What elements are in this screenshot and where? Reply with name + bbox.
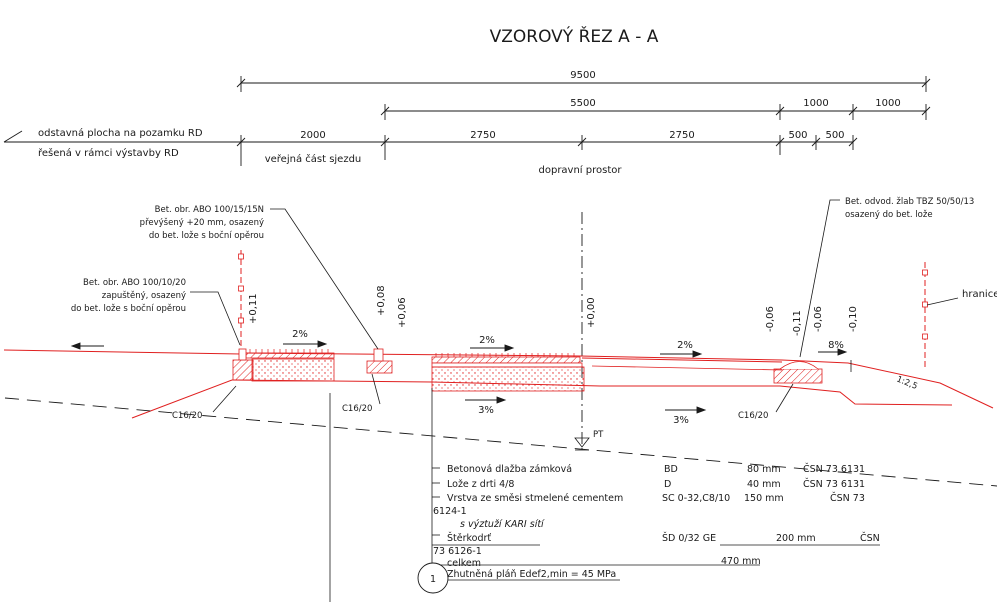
label-hranice: hranice <box>962 289 997 300</box>
note-abo15-line3: do bet. lože s boční opěrou <box>149 230 264 241</box>
layer-4-thickness: 200 mm <box>776 533 816 544</box>
slope-label-4: 8% <box>828 340 844 351</box>
dim-500a: 500 <box>788 130 807 141</box>
layer-2-code: D <box>664 479 671 490</box>
slope-label-6: 3% <box>673 415 689 426</box>
level-l7: -0,06 <box>813 306 824 332</box>
subgrade-marker-number: 1 <box>430 574 436 585</box>
level-l4: +0,00 <box>586 297 597 328</box>
dim-5500: 5500 <box>570 98 595 109</box>
total-label: celkem <box>447 558 481 569</box>
dim-2750a: 2750 <box>470 130 495 141</box>
layer-3-code: SC 0-32,C8/10 <box>662 493 730 504</box>
layer-4-code: ŠD 0/32 GE <box>662 532 716 544</box>
layer-1-norm: ČSN 73 6131 <box>803 463 865 475</box>
dim-2000: 2000 <box>300 130 325 141</box>
height-levels: +0,11 +0,08 +0,06 +0,00 -0,06 -0,11 -0,0… <box>248 285 859 372</box>
layer-3-name: Vrstva ze směsi stmelené cementem <box>447 493 623 504</box>
note-abo15-line2: převýšený +20 mm, osazený <box>140 217 264 228</box>
layer-3-norm-cont: 6124-1 <box>433 506 467 517</box>
level-l5: -0,06 <box>765 306 776 332</box>
level-l2: +0,08 <box>376 285 387 316</box>
layer-4-name: Štěrkodrť <box>447 532 491 544</box>
layer-3-norm: ČSN 73 <box>830 492 865 504</box>
subgrade-label: Zhutněná pláň Edef2,min = 45 MPa <box>447 569 616 580</box>
layer-table: 1 Betonová dlažba zámková BD 80 mm ČSN 7… <box>417 463 880 594</box>
layer-3-thickness: 150 mm <box>744 493 784 504</box>
subgrade-circle-marker <box>417 562 449 594</box>
layer-2-name: Lože z drti 4/8 <box>447 479 514 490</box>
layer-3-reinforcement: s výztuží KARI sítí <box>460 519 545 530</box>
total-thickness: 470 mm <box>721 556 761 567</box>
layer-4-norm: ČSN <box>860 532 880 544</box>
note-c16-middle: C16/20 <box>342 404 372 414</box>
layer-4-norm-cont: 73 6126-1 <box>433 546 482 557</box>
drawing-title: VZOROVÝ ŘEZ A - A <box>490 25 659 47</box>
label-dopravni-prostor: dopravní prostor <box>539 164 623 176</box>
dimension-lines <box>3 76 931 166</box>
slope-label-5: 3% <box>478 405 494 416</box>
dimension-labels: 9500 5500 1000 1000 2000 2750 2750 500 5… <box>38 70 901 176</box>
element-notes: Bet. obr. ABO 100/15/15N převýšený +20 m… <box>71 197 997 421</box>
layer-1-code: BD <box>664 464 678 475</box>
layer-2-norm: ČSN 73 6131 <box>803 478 865 490</box>
label-verejna-cast: veřejná část sjezdu <box>265 153 362 165</box>
level-l3: +0,06 <box>397 297 408 328</box>
label-odstavna-1: odstavná plocha na pozamku RD <box>38 127 203 139</box>
level-l1: +0,11 <box>248 293 259 324</box>
layer-1-thickness: 80 mm <box>747 464 781 475</box>
note-zlab-line2: osazený do bet. lože <box>845 210 933 220</box>
left-boundary-marker <box>238 250 244 352</box>
right-boundary-marker <box>922 262 959 368</box>
dim-1000b: 1000 <box>875 98 900 109</box>
dim-2750b: 2750 <box>669 130 694 141</box>
leader-lines <box>190 199 840 602</box>
dim-1000a: 1000 <box>803 98 828 109</box>
pavement-layers <box>232 348 823 392</box>
pt-marker: PT <box>574 430 604 451</box>
slope-arrows <box>70 340 848 414</box>
dim-500b: 500 <box>825 130 844 141</box>
note-abo10-line2: zapuštěný, osazený <box>102 290 186 301</box>
note-c16-right: C16/20 <box>738 411 768 421</box>
note-abo10-line3: do bet. lože s boční opěrou <box>71 303 186 314</box>
note-abo15-line1: Bet. obr. ABO 100/15/15N <box>155 205 264 215</box>
layer-2-thickness: 40 mm <box>747 479 781 490</box>
dim-total: 9500 <box>570 70 595 81</box>
note-c16-left: C16/20 <box>172 411 202 421</box>
label-pt: PT <box>593 430 604 440</box>
layer-1-name: Betonová dlažba zámková <box>447 464 572 475</box>
slope-labels: 2% 2% 2% 8% 3% 3% <box>292 329 844 426</box>
note-zlab-line1: Bet. odvod. žlab TBZ 50/50/13 <box>845 197 974 207</box>
level-l8: -0,10 <box>848 306 859 332</box>
note-abo10-line1: Bet. obr. ABO 100/10/20 <box>83 278 186 288</box>
level-l6: -0,11 <box>792 310 803 336</box>
slope-label-3: 2% <box>677 340 693 351</box>
slope-label-2: 2% <box>479 335 495 346</box>
label-odstavna-2: řešená v rámci výstavby RD <box>38 147 179 159</box>
slope-label-1: 2% <box>292 329 308 340</box>
